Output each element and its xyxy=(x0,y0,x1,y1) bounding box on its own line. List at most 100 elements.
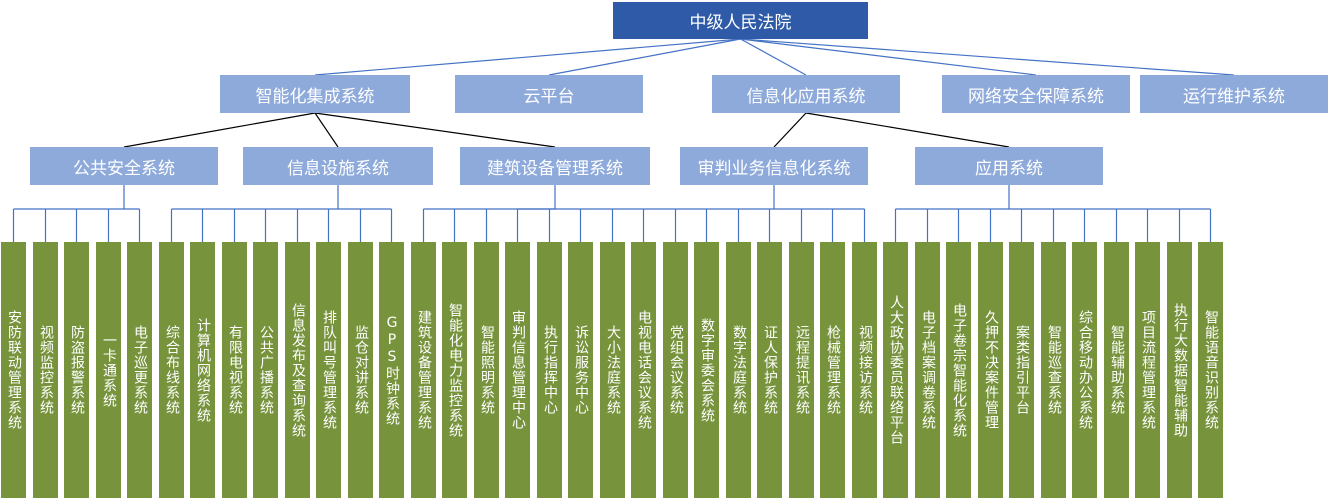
leaf-node: 公共广播系统 xyxy=(253,242,278,498)
leaf-node: 执行大数据智能辅助 xyxy=(1167,242,1192,498)
leaf-node: 大小法庭系统 xyxy=(600,242,625,498)
level2-node-label: 应用系统 xyxy=(975,158,1043,179)
leaf-node: 综合布线系统 xyxy=(159,242,184,498)
leaf-node: 一卡通系统 xyxy=(96,242,121,498)
root-node: 中级人民法院 xyxy=(613,2,868,39)
leaf-node-label: 电子卷宗智能化系统 xyxy=(951,302,967,438)
leaf-node: 有限电视系统 xyxy=(222,242,247,498)
leaf-node: 久押不决案件管理 xyxy=(978,242,1003,498)
leaf-node: 智能辅助系统 xyxy=(1104,242,1129,498)
leaf-node-label: 诉讼服务中心 xyxy=(573,325,589,415)
leaf-node-label: 久押不决案件管理 xyxy=(983,310,999,430)
leaf-node: 电子卷宗智能化系统 xyxy=(946,242,971,498)
leaf-node: 排队叫号管理系统 xyxy=(316,242,341,498)
connector-l1-l2-0 xyxy=(123,112,316,148)
leaf-node-label: 执行大数据智能辅助 xyxy=(1172,302,1188,438)
leaf-node-label: 排队叫号管理系统 xyxy=(321,310,337,430)
leaf-node-label: 电视电话会议系统 xyxy=(636,310,652,430)
root-node-label: 中级人民法院 xyxy=(689,13,792,33)
leaf-node: 党组会议系统 xyxy=(663,242,688,498)
leaf-node-label: 智能巡查系统 xyxy=(1046,325,1062,415)
leaf-node-label: 案类指引平台 xyxy=(1014,325,1030,415)
leaf-node: 电子档案调卷系统 xyxy=(915,242,940,498)
connector-root-l1-3 xyxy=(740,38,1037,76)
leaf-node-label: 大小法庭系统 xyxy=(605,325,621,415)
leaf-node-label: 综合布线系统 xyxy=(164,325,180,415)
leaf-node: 诉讼服务中心 xyxy=(568,242,593,498)
leaf-node-label: 监仓对讲系统 xyxy=(353,325,369,415)
leaf-node: 执行指挥中心 xyxy=(537,242,562,498)
level1-node-label: 网络安全保障系统 xyxy=(968,86,1104,107)
level2-node-label: 建筑设备管理系统 xyxy=(487,158,623,179)
leaf-node: 安防联动管理系统 xyxy=(1,242,26,498)
leaf-node-label: 综合移动办公系统 xyxy=(1077,310,1093,430)
leaf-node: 智能化电力监控系统 xyxy=(442,242,467,498)
connector-root-l1-0 xyxy=(314,38,741,76)
leaf-node: 视频监控系统 xyxy=(33,242,58,498)
leaf-node: 智能巡查系统 xyxy=(1041,242,1066,498)
leaf-node-label: 证人保护系统 xyxy=(762,325,778,415)
leaf-node: 案类指引平台 xyxy=(1009,242,1034,498)
leaf-node-label: 智能语音识别系统 xyxy=(1203,310,1219,430)
leaf-node: 数字法庭系统 xyxy=(726,242,751,498)
level2-node-label: 审判业务信息化系统 xyxy=(697,158,851,179)
leaf-node: 智能照明系统 xyxy=(474,242,499,498)
leaf-node-label: 电子档案调卷系统 xyxy=(920,310,936,430)
leaf-node-label: 电子巡更系统 xyxy=(132,325,148,415)
leaf-node: 综合移动办公系统 xyxy=(1072,242,1097,498)
leaf-node-label: 智能化电力监控系统 xyxy=(447,302,463,438)
connector-root-l1-1 xyxy=(548,38,741,76)
leaf-node: 数字审委会系统 xyxy=(694,242,719,498)
leaf-node: 电子巡更系统 xyxy=(127,242,152,498)
level1-node: 云平台 xyxy=(455,75,643,113)
connector-root-l1-2 xyxy=(740,38,807,76)
leaf-node: 枪械管理系统 xyxy=(820,242,845,498)
leaf-node-label: 人大政协委员联络平台 xyxy=(888,295,904,445)
leaf-node: 人大政协委员联络平台 xyxy=(883,242,908,498)
level1-node: 信息化应用系统 xyxy=(712,75,900,113)
leaf-node-label: 执行指挥中心 xyxy=(542,325,558,415)
level1-node: 网络安全保障系统 xyxy=(942,75,1130,113)
connector-root-l1-4 xyxy=(740,38,1235,76)
leaf-node: 远程提讯系统 xyxy=(789,242,814,498)
leaf-node-label: 计算机网络系统 xyxy=(195,317,211,423)
leaf-node-label: 党组会议系统 xyxy=(668,325,684,415)
leaf-node-label: 一卡通系统 xyxy=(101,332,117,408)
leaf-node-label: 防盗报警系统 xyxy=(69,325,85,415)
level1-node-label: 云平台 xyxy=(523,86,575,107)
leaf-node-label: 有限电视系统 xyxy=(227,325,243,415)
level1-node: 运行维护系统 xyxy=(1140,75,1328,113)
level1-node: 智能化集成系统 xyxy=(220,75,410,113)
leaf-node: GPS时钟系统 xyxy=(379,242,404,498)
leaf-node: 建筑设备管理系统 xyxy=(411,242,436,498)
connector-l1-l2-2 xyxy=(314,112,556,148)
leaf-node: 智能语音识别系统 xyxy=(1198,242,1223,498)
level2-node-label: 公共安全系统 xyxy=(73,158,175,179)
leaf-node-label: 视频接访系统 xyxy=(857,325,873,415)
level2-node: 建筑设备管理系统 xyxy=(460,147,650,185)
leaf-node-label: 项目流程管理系统 xyxy=(1140,310,1156,430)
leaf-node: 审判信息管理中心 xyxy=(505,242,530,498)
connector-l1-l2-4 xyxy=(805,112,1010,148)
leaf-node: 防盗报警系统 xyxy=(64,242,89,498)
leaf-node: 计算机网络系统 xyxy=(190,242,215,498)
leaf-node-label: 数字审委会系统 xyxy=(699,317,715,423)
connector-l1-l2-3 xyxy=(773,112,807,148)
leaf-node: 信息发布及查询系统 xyxy=(285,242,310,498)
level2-node-label: 信息设施系统 xyxy=(287,158,389,179)
leaf-node: 监仓对讲系统 xyxy=(348,242,373,498)
level2-node: 公共安全系统 xyxy=(30,147,218,185)
leaf-node-label: 公共广播系统 xyxy=(258,325,274,415)
leaf-node-label: 建筑设备管理系统 xyxy=(416,310,432,430)
leaf-node-label: 审判信息管理中心 xyxy=(510,310,526,430)
leaf-node-label: 智能照明系统 xyxy=(479,325,495,415)
leaf-node-label: 数字法庭系统 xyxy=(731,325,747,415)
leaf-node-label: GPS时钟系统 xyxy=(384,314,400,426)
leaf-node-label: 安防联动管理系统 xyxy=(6,310,22,430)
level1-node-label: 智能化集成系统 xyxy=(255,86,375,107)
leaf-node: 项目流程管理系统 xyxy=(1135,242,1160,498)
level1-node-label: 运行维护系统 xyxy=(1183,86,1285,107)
leaf-node-label: 枪械管理系统 xyxy=(825,325,841,415)
